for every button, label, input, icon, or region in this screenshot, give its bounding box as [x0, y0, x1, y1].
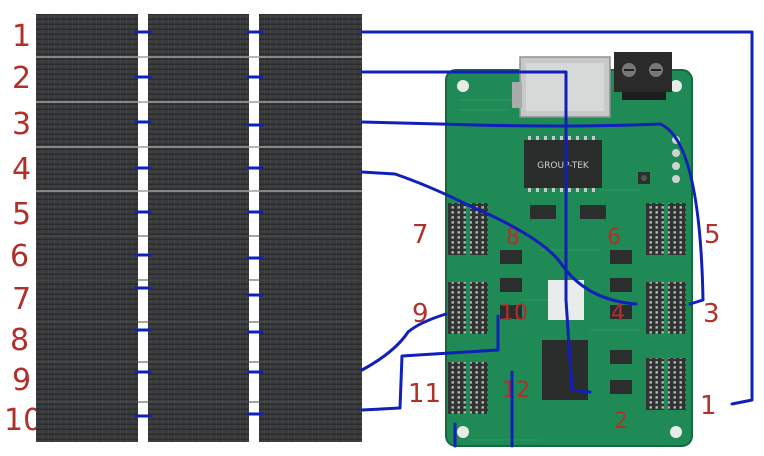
row-label-2: 2: [12, 61, 32, 96]
small-ics: [500, 205, 632, 394]
power-terminal-block: [614, 52, 672, 100]
port-label-1: 1: [700, 391, 717, 421]
port-label-5: 5: [704, 220, 721, 250]
wire-row-10: [360, 314, 500, 412]
ethernet-port: [512, 56, 611, 118]
column-jumpers: [134, 30, 264, 418]
module-seams-lower: [36, 235, 362, 403]
port-label-3: 3: [703, 299, 720, 329]
port-label-6: 6: [607, 225, 621, 250]
row-label-9: 9: [12, 363, 32, 398]
row-label-3: 3: [12, 107, 32, 142]
port-label-8: 8: [506, 225, 520, 250]
indicator-holes: [638, 136, 680, 184]
port-label-7: 7: [412, 220, 429, 250]
wire-row-4: [360, 170, 638, 306]
wire-row-2: [360, 70, 592, 394]
port-label-11: 11: [408, 379, 441, 409]
wire-row-1: [360, 30, 754, 406]
row-label-6: 6: [10, 239, 30, 274]
port-label-10: 10: [500, 301, 528, 326]
wire-row-9: [360, 312, 448, 372]
led-panel-column-2: [148, 14, 249, 442]
port-label-2: 2: [614, 409, 628, 434]
wire-row-3: [360, 120, 705, 306]
main-chip: GROUP-TEK: [524, 136, 602, 192]
row-label-8: 8: [10, 323, 30, 358]
led-panel-column-3: [259, 14, 362, 442]
port-label-12: 12: [502, 378, 530, 403]
chip-label: GROUP-TEK: [537, 161, 590, 171]
row-label-4: 4: [12, 152, 32, 187]
row-label-1: 1: [12, 19, 32, 54]
port-labels: 7 5 8 6 9 3 10 4 11 1 12 2: [408, 220, 721, 434]
port-label-4: 4: [611, 301, 625, 326]
row-label-7: 7: [12, 282, 32, 317]
module-seams: [36, 56, 362, 192]
led-panel-column-1: [36, 14, 138, 442]
pin-header-blocks: [448, 203, 686, 414]
row-label-5: 5: [12, 197, 32, 232]
row-label-10: 10: [4, 403, 43, 438]
